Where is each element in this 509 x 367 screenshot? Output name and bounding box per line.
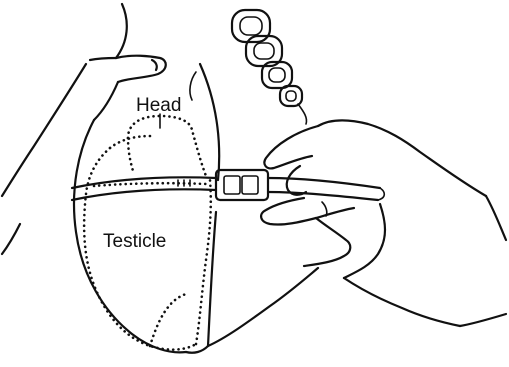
left-hand (2, 4, 166, 254)
measuring-strap (72, 177, 216, 200)
epididymis-head-outline (110, 116, 206, 176)
testicle-label: Testicle (103, 231, 166, 252)
scrotum-outline (74, 64, 318, 353)
head-label: Head (136, 95, 181, 116)
right-hand (261, 121, 506, 327)
bead-chain-orchidometer-icon (232, 10, 307, 124)
